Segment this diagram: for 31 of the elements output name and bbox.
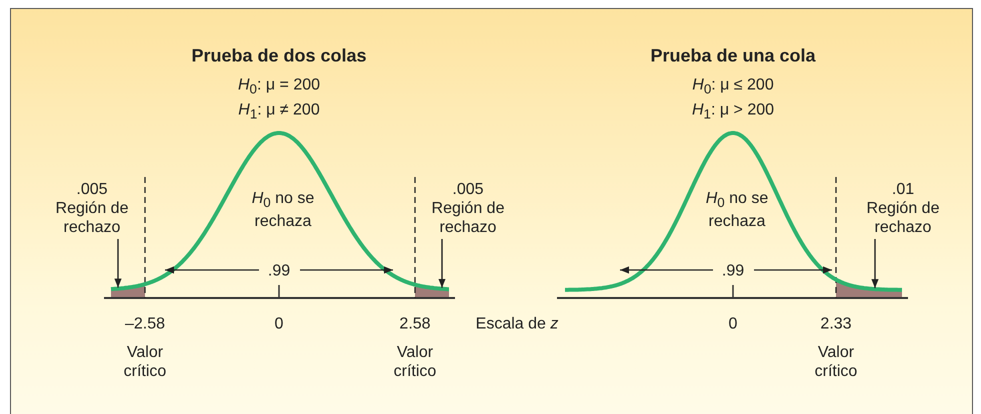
rejection-region (836, 280, 902, 298)
probability-value: .99 (268, 262, 290, 280)
critical-value-label: Valor crítico (392, 343, 438, 381)
tick-label: 2.58 (399, 314, 431, 334)
probability-value: .005 (451, 180, 485, 199)
acceptance-label: H$_{0}$ no se rechaza (250, 188, 316, 232)
hypothesis-text: H$_{1}$: μ ≠ 200 (238, 100, 320, 124)
rejection-region (111, 284, 145, 298)
hypothesis-text: H$_{0}$: μ = 200 (238, 75, 320, 99)
axis-title: Escala de z (476, 314, 558, 334)
probability-value: .99 (722, 262, 744, 280)
critical-value-label: Valor crítico (122, 343, 168, 381)
probability-value: .005 (75, 180, 109, 199)
rejection-region (415, 284, 449, 298)
tick-label: –2.58 (124, 314, 166, 334)
region-label: Región de rechazo (430, 199, 506, 237)
hypothesis-text: H$_{1}$: μ > 200 (692, 100, 774, 124)
leader-arrow (438, 239, 446, 288)
probability-value: .01 (890, 180, 916, 199)
region-label: Región de rechazo (54, 199, 130, 237)
region-label: Región de rechazo (866, 199, 940, 237)
critical-value-label: Valor crítico (814, 343, 858, 381)
hypothesis-text: H$_{0}$: μ ≤ 200 (692, 75, 774, 99)
panel-title: Prueba de dos colas (191, 46, 367, 66)
acceptance-label: H$_{0}$ no se rechaza (704, 188, 770, 232)
tick-label: 0 (274, 314, 284, 334)
leader-arrow (871, 239, 879, 288)
panel-title: Prueba de una cola (650, 46, 816, 66)
tick-label: 2.33 (820, 314, 852, 334)
leader-arrow (114, 239, 122, 288)
tick-label: 0 (728, 314, 738, 334)
